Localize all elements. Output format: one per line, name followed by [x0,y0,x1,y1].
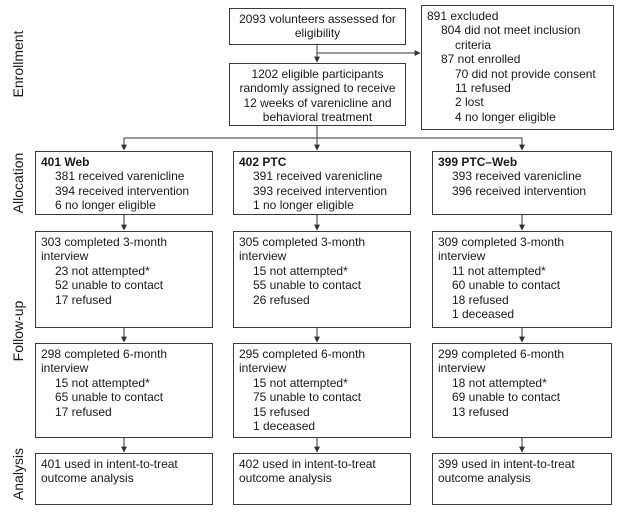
analysis-box-ptcweb: 399 used in intent-to-treat outcome anal… [432,453,612,505]
allocation-item: 391 received varenicline [253,169,383,184]
fu6-box-web: 298 completed 6-month interview 15 not a… [35,343,213,438]
fu6-title: 298 completed 6-month [41,347,168,361]
excluded-item: criteria [455,37,492,52]
fu3-item: 55 unable to contact [253,278,362,293]
arm-name: 401 Web [41,155,90,169]
excluded-subitem: 2 lost [455,95,484,110]
analysis-line: outcome analysis [239,471,332,486]
fu6-box-ptc: 295 completed 6-month interview 15 not a… [233,343,411,438]
fu3-title: interview [239,249,287,264]
phase-label-followup: Follow-up [10,300,26,362]
arm-name: 399 PTC–Web [438,155,518,169]
fu6-item: 13 refused [452,404,509,419]
analysis-line: 402 used in intent-to-treat [239,457,376,471]
allocation-item: 6 no longer eligible [55,198,156,213]
fu3-item: 52 unable to contact [55,278,164,293]
excluded-subitem: 11 refused [455,81,511,96]
allocation-item: 1 no longer eligible [253,198,354,213]
analysis-box-ptc: 402 used in intent-to-treat outcome anal… [233,453,411,505]
fu3-title: interview [438,249,486,264]
fu3-title: 303 completed 3-month [41,235,168,249]
phase-label-analysis: Analysis [10,447,26,501]
fu6-item: 18 not attempted* [452,375,547,390]
fu6-item: 1 deceased [253,419,316,434]
allocation-item: 393 received varenicline [452,169,582,184]
fu6-box-ptcweb: 299 completed 6-month interview 18 not a… [432,343,612,438]
fu6-item: 65 unable to contact [55,390,164,405]
phase-label-enrollment: Enrollment [10,30,26,98]
analysis-line: outcome analysis [438,471,531,486]
eligible-line: behavioral treatment [262,110,373,125]
fu3-title: interview [41,249,89,264]
excluded-box: 891 excluded 804 did not meet inclusion … [421,5,614,130]
analysis-line: 401 used in intent-to-treat [41,457,178,471]
arm-name: 402 PTC [239,155,287,169]
fu3-box-ptcweb: 309 completed 3-month interview 11 not a… [432,231,612,328]
fu3-item: 60 unable to contact [452,278,561,293]
eligible-line: 1202 eligible participants [251,67,384,81]
fu3-box-ptc: 305 completed 3-month interview 15 not a… [233,231,411,328]
allocation-box-ptc: 402 PTC 391 received varenicline 393 rec… [233,151,411,215]
eligible-box: 1202 eligible participants randomly assi… [229,63,406,126]
fu6-item: 69 unable to contact [452,390,561,405]
allocation-item: 394 received intervention [55,183,190,198]
fu6-item: 17 refused [55,404,112,419]
fu3-item: 15 not attempted* [253,263,348,278]
excluded-item: 87 not enrolled [441,52,521,67]
assessed-line: 2093 volunteers assessed for [239,12,396,26]
allocation-box-web: 401 Web 381 received varenicline 394 rec… [35,151,213,215]
eligible-line: 12 weeks of varenicline and [243,95,392,110]
allocation-box-ptcweb: 399 PTC–Web 393 received varenicline 396… [432,151,612,215]
fu6-item: 75 unable to contact [253,390,362,405]
assessed-box: 2093 volunteers assessed for eligibility [229,8,406,45]
fu6-title: 295 completed 6-month [239,347,366,361]
fu6-title: interview [239,361,287,376]
assessed-line: eligibility [294,26,341,41]
fu3-item: 17 refused [55,292,112,307]
fu6-item: 15 not attempted* [55,375,150,390]
fu3-item: 18 refused [452,292,509,307]
excluded-title: 891 excluded [427,9,499,23]
allocation-item: 396 received intervention [452,183,587,198]
fu3-item: 23 not attempted* [55,263,150,278]
fu3-box-web: 303 completed 3-month interview 23 not a… [35,231,213,328]
fu6-item: 15 refused [253,404,310,419]
allocation-item: 381 received varenicline [55,169,185,184]
fu6-title: interview [438,361,486,376]
fu6-title: interview [41,361,89,376]
allocation-item: 393 received intervention [253,183,388,198]
fu6-title: 299 completed 6-month [438,347,565,361]
fu6-item: 15 not attempted* [253,375,348,390]
fu3-item: 11 not attempted* [452,263,546,278]
eligible-line: randomly assigned to receive [239,81,396,96]
phase-label-allocation: Allocation [10,152,26,214]
fu3-title: 309 completed 3-month [438,235,565,249]
excluded-subitem: 4 no longer eligible [455,109,556,124]
fu3-title: 305 completed 3-month [239,235,366,249]
fu3-item: 1 deceased [452,307,515,322]
analysis-line: outcome analysis [41,471,134,486]
excluded-item: 804 did not meet inclusion [441,23,581,38]
fu3-item: 26 refused [253,292,310,307]
analysis-line: 399 used in intent-to-treat [438,457,575,471]
analysis-box-web: 401 used in intent-to-treat outcome anal… [35,453,213,505]
excluded-subitem: 70 did not provide consent [455,66,596,81]
